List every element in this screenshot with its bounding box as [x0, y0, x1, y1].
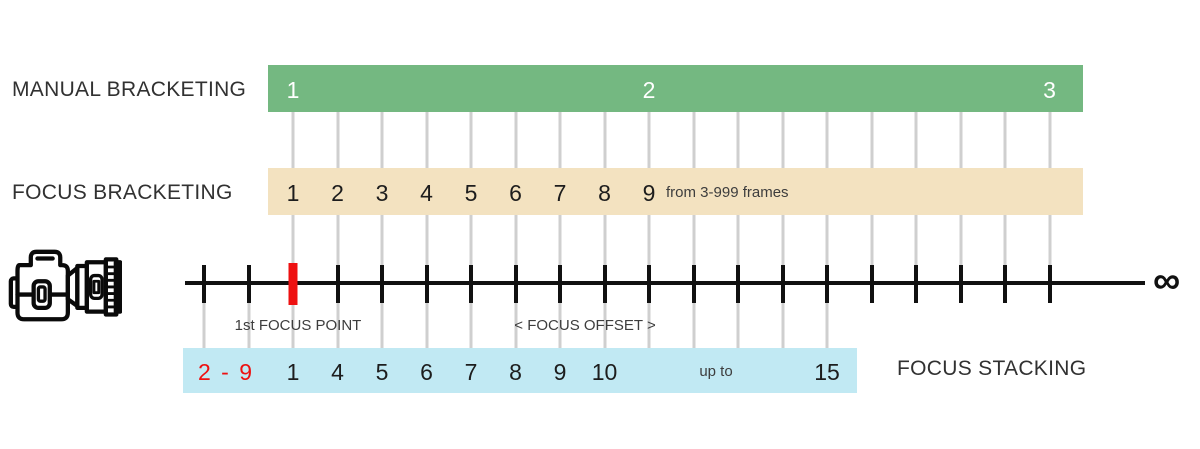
grid-line	[692, 112, 695, 348]
ruler-tick	[602, 265, 607, 303]
grid-line	[202, 302, 206, 348]
focus-stacking-label: FOCUS STACKING	[897, 357, 1087, 380]
ruler-tick	[335, 265, 340, 303]
lens-window	[88, 273, 104, 301]
ruler-tick	[380, 265, 384, 303]
ruler-tick	[1003, 265, 1007, 303]
infinity-symbol: ∞	[1153, 260, 1181, 302]
grid-line	[736, 112, 740, 348]
focus-offset-label: < FOCUS OFFSET >	[514, 317, 656, 334]
focus-stacking-shot-number: 8	[509, 359, 522, 385]
grid-line	[336, 112, 339, 348]
focus-stacking-shot-number: 9	[553, 359, 567, 385]
focus-bracketing-frame-number: 3	[375, 180, 389, 206]
manual-bracketing-marker: 1	[286, 77, 300, 103]
ruler-tick	[736, 265, 740, 303]
manual-bracketing-marker: 3	[1043, 77, 1056, 103]
frames-range-note: from 3-999 frames	[666, 184, 789, 201]
focus-bracketing-frame-number: 8	[598, 180, 611, 206]
ruler-tick	[469, 265, 473, 303]
focus-stacking-shot-number: 1	[286, 359, 300, 385]
first-focus-point-tick	[288, 263, 298, 305]
grid-line	[558, 112, 562, 348]
ruler-tick	[558, 265, 562, 303]
focus-bracketing-frame-number: 7	[553, 180, 567, 206]
camera-control	[31, 279, 52, 310]
focus-bracketing-frame-number: 9	[642, 180, 656, 206]
ruler-tick	[780, 265, 785, 303]
focus-stacking-shot-number: 7	[464, 359, 478, 385]
ruler-tick	[958, 265, 963, 303]
focus-bracketing-frame-number: 4	[420, 180, 433, 206]
focus-bracketing-frame-number: 6	[509, 180, 522, 206]
ruler-tick	[202, 265, 206, 303]
lens-window-inner	[92, 279, 101, 295]
grid-line	[514, 112, 517, 348]
focus-stacking-bar	[183, 348, 857, 393]
ruler-tick	[246, 265, 251, 303]
focus-stacking-shot-number: 5	[375, 359, 389, 385]
manual-bracketing-bar	[268, 65, 1083, 112]
focus-stacking-shot-number: 15	[814, 359, 840, 385]
first-focus-point-label: 1st FOCUS POINT	[234, 317, 362, 334]
focus-bracketing-bar	[268, 168, 1083, 215]
up-to-label: up to	[699, 363, 733, 380]
focus-bracketing-frame-number: 5	[464, 180, 478, 206]
grid-line	[603, 112, 606, 348]
camera-icon	[8, 249, 122, 322]
manual-bracketing-label: MANUAL BRACKETING	[12, 78, 247, 101]
manual-bracketing-marker: 2	[642, 77, 656, 103]
grid-line	[247, 302, 250, 348]
skipped-shots-range: 2 - 9	[197, 359, 255, 385]
ruler-tick	[825, 265, 829, 303]
focus-bracketing-frame-number: 2	[331, 180, 344, 206]
focus-stacking-shot-number: 4	[331, 359, 344, 385]
ruler-tick	[691, 265, 696, 303]
focus-stacking-shot-number: 6	[420, 359, 433, 385]
ruler-tick	[647, 265, 651, 303]
ruler-tick	[869, 265, 874, 303]
grid-line	[425, 112, 428, 348]
grid-line	[469, 112, 473, 348]
grid-line	[380, 112, 384, 348]
focus-distance-ruler-line	[185, 281, 1145, 285]
grid-line	[781, 112, 784, 348]
ruler-tick	[1047, 265, 1052, 303]
camera-control-inner	[36, 285, 47, 303]
ruler-tick	[424, 265, 429, 303]
lens-front-cap	[113, 260, 122, 314]
grid-line	[647, 112, 651, 348]
focus-bracketing-label: FOCUS BRACKETING	[12, 181, 233, 204]
ruler-tick	[513, 265, 518, 303]
focus-stacking-shot-number: 10	[591, 359, 618, 385]
focus-bracketing-frame-number: 1	[286, 180, 300, 206]
grid-line	[825, 112, 829, 348]
ruler-tick	[914, 265, 918, 303]
grid-line	[291, 112, 295, 348]
